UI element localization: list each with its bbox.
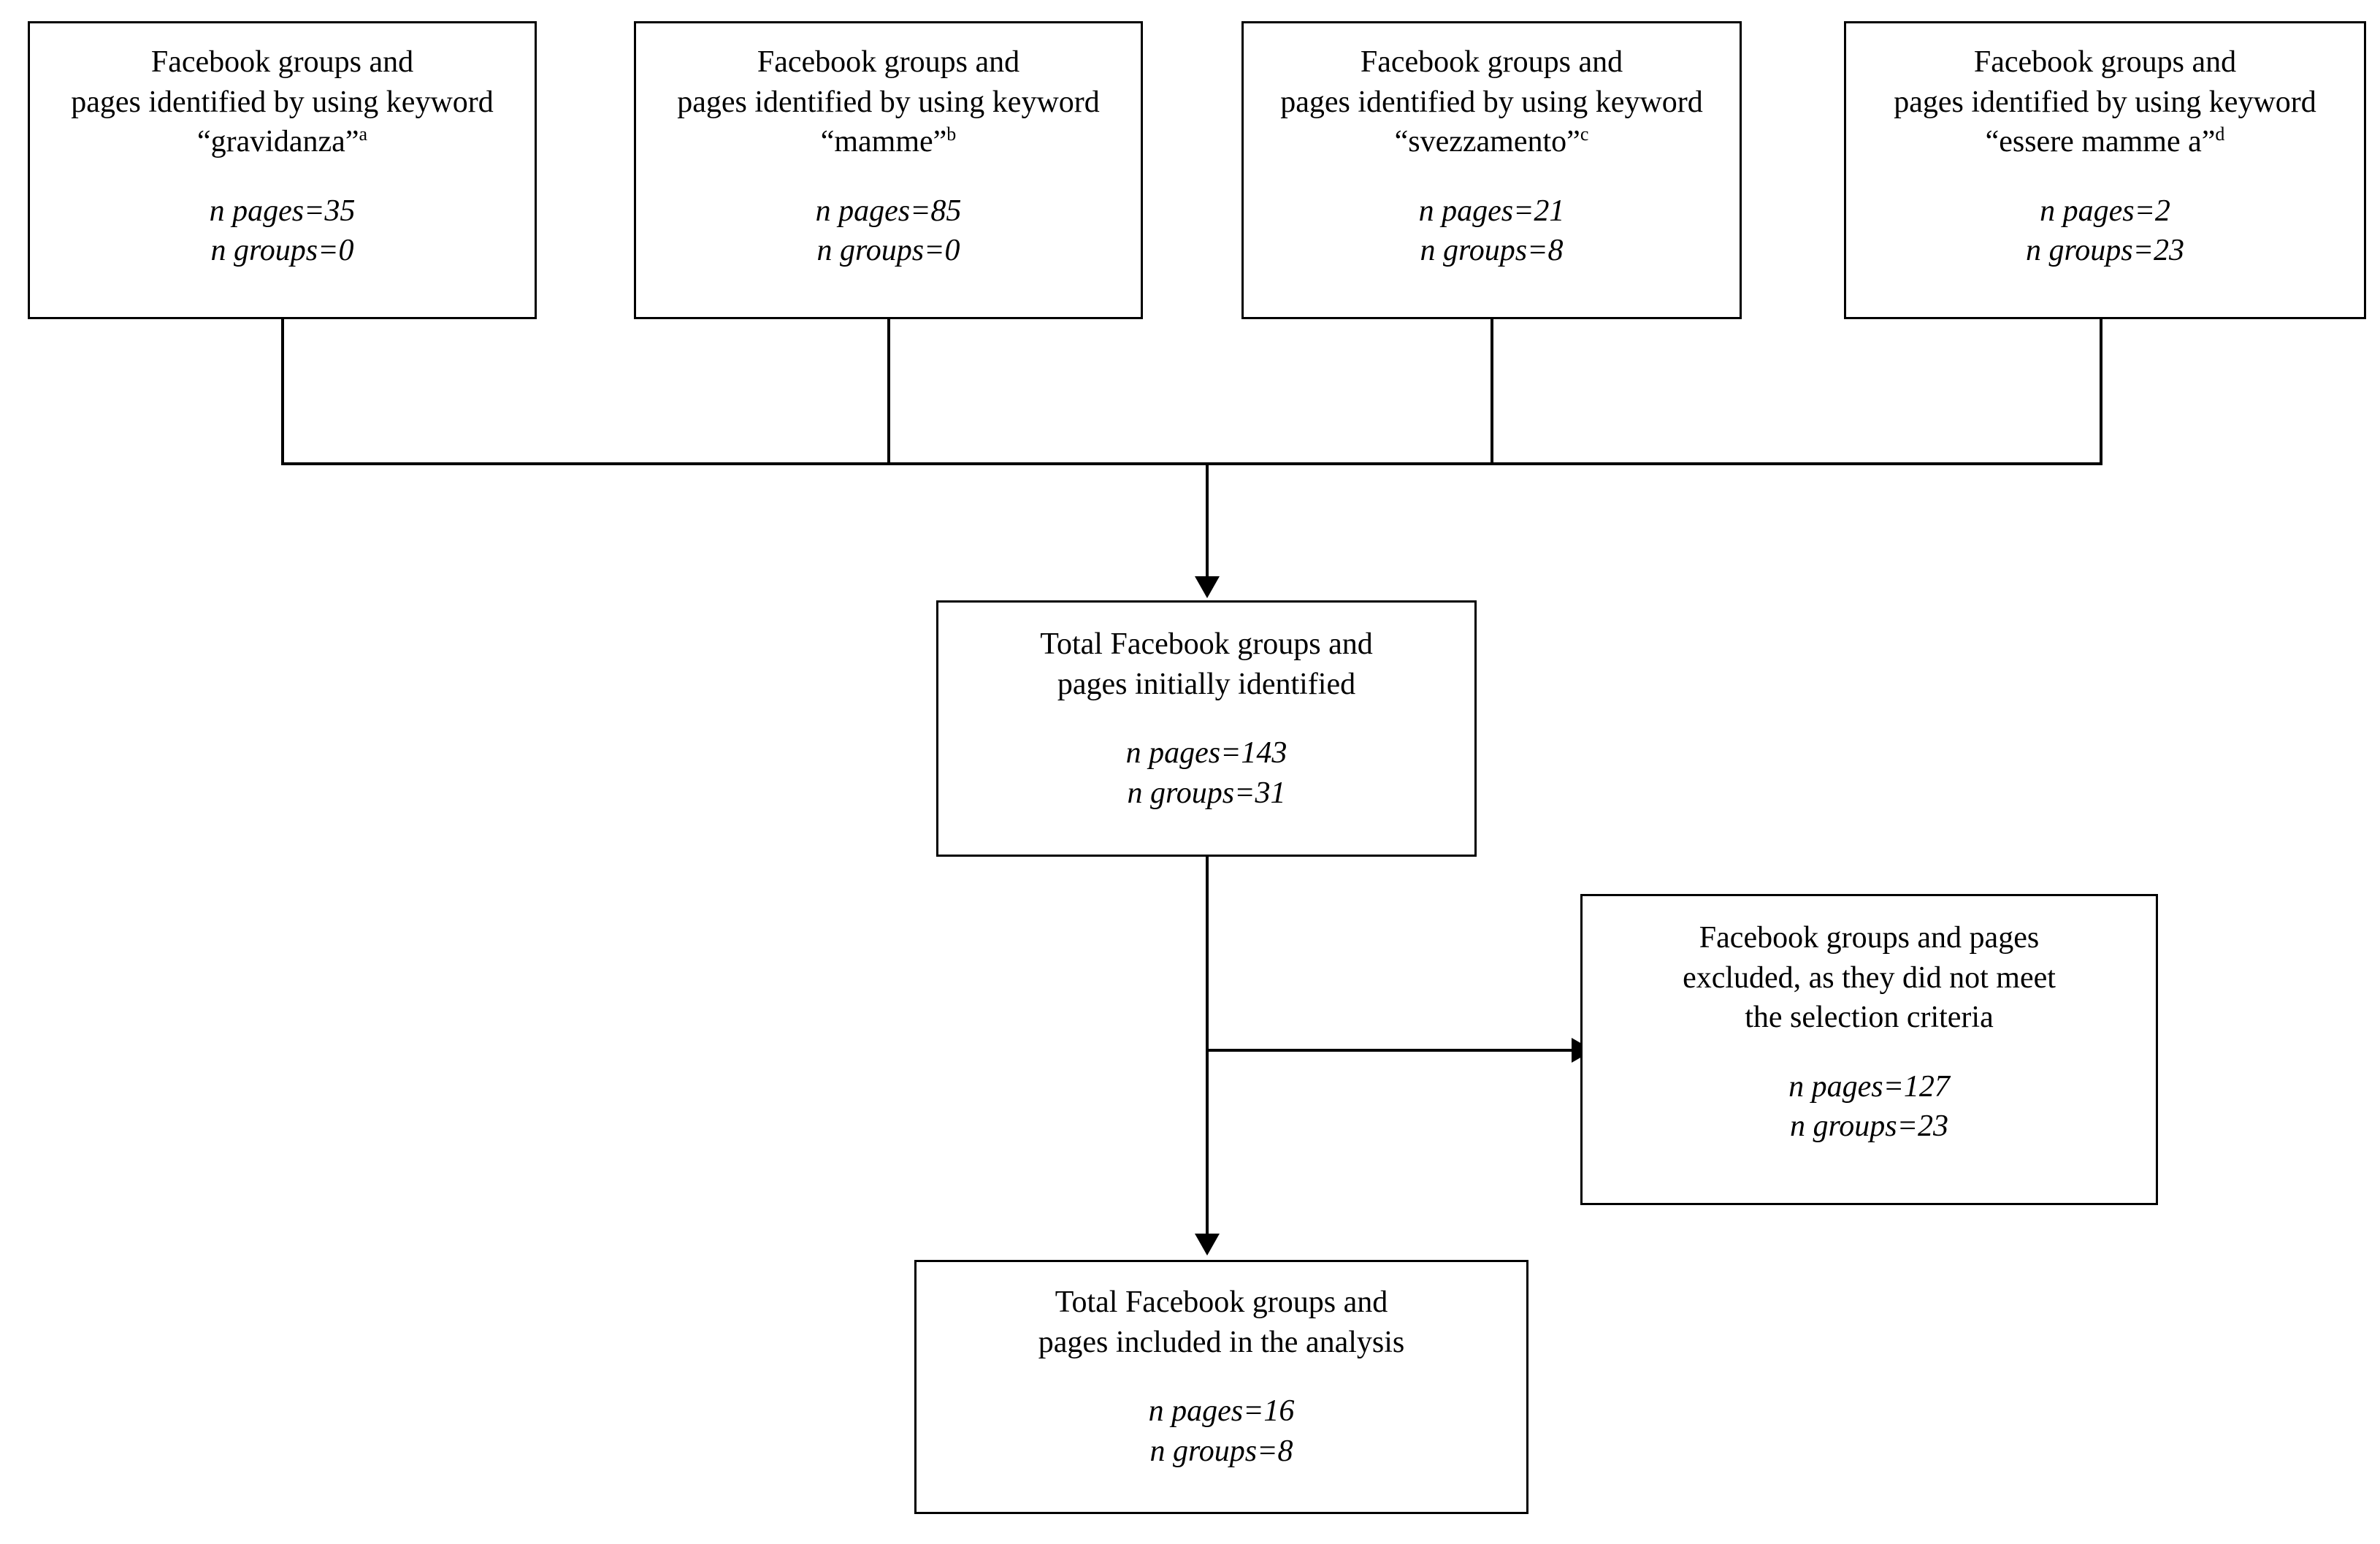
node-keyword-gravidanza-stats: n pages=35 n groups=0 (210, 191, 356, 271)
arrowhead-down-icon (1195, 1234, 1220, 1256)
node-total-initially-identified: Total Facebook groups and pages initiall… (936, 600, 1477, 857)
node-keyword-svezzamento: Facebook groups and pages identified by … (1241, 21, 1742, 319)
node-total-included: Total Facebook groups and pages included… (914, 1260, 1528, 1514)
pages-count: n pages=143 (1125, 736, 1287, 771)
node-keyword-gravidanza-title: Facebook groups and pages identified by … (71, 45, 494, 159)
node-keyword-gravidanza: Facebook groups and pages identified by … (28, 21, 537, 319)
footnote-marker-a: a (359, 123, 368, 145)
node-keyword-essere-mamme-a-stats: n pages=2 n groups=23 (2026, 191, 2184, 271)
groups-count: n groups=8 (1149, 1434, 1293, 1468)
pages-count: n pages=85 (815, 194, 962, 228)
connector-merge-bus (281, 462, 2102, 465)
node-excluded-title: Facebook groups and pages excluded, as t… (1683, 921, 2056, 1035)
pages-count: n pages=21 (1418, 194, 1565, 228)
connector-keyword-2-down (887, 319, 890, 465)
connector-initial-to-included (1206, 857, 1209, 1235)
node-excluded-stats: n pages=127 n groups=23 (1788, 1067, 1950, 1147)
node-total-included-stats: n pages=16 n groups=8 (1149, 1391, 1295, 1471)
node-total-initially-identified-title: Total Facebook groups and pages initiall… (1040, 627, 1373, 701)
node-keyword-svezzamento-stats: n pages=21 n groups=8 (1419, 191, 1565, 271)
connector-keyword-4-down (2100, 319, 2102, 465)
connector-branch-to-excluded (1206, 1049, 1574, 1052)
node-keyword-essere-mamme-a-title: Facebook groups and pages identified by … (1894, 45, 2316, 159)
node-keyword-mamme-title: Facebook groups and pages identified by … (677, 45, 1100, 159)
groups-count: n groups=31 (1127, 776, 1286, 810)
node-keyword-mamme-stats: n pages=85 n groups=0 (816, 191, 962, 271)
groups-count: n groups=0 (816, 234, 960, 268)
node-keyword-mamme: Facebook groups and pages identified by … (634, 21, 1143, 319)
connector-keyword-3-down (1491, 319, 1493, 465)
node-keyword-svezzamento-title: Facebook groups and pages identified by … (1280, 45, 1703, 159)
groups-count: n groups=8 (1420, 234, 1564, 268)
groups-count: n groups=0 (210, 234, 354, 268)
connector-keyword-1-down (281, 319, 284, 465)
node-excluded: Facebook groups and pages excluded, as t… (1580, 894, 2158, 1205)
arrowhead-down-icon (1195, 576, 1220, 598)
groups-count: n groups=23 (2026, 234, 2184, 268)
footnote-marker-c: c (1580, 123, 1589, 145)
pages-count: n pages=35 (209, 194, 356, 228)
footnote-marker-d: d (2215, 123, 2225, 145)
pages-count: n pages=127 (1788, 1069, 1950, 1104)
node-total-included-title: Total Facebook groups and pages included… (1038, 1285, 1405, 1359)
pages-count: n pages=16 (1148, 1394, 1295, 1429)
pages-count: n pages=2 (2040, 194, 2170, 228)
groups-count: n groups=23 (1790, 1109, 1948, 1144)
connector-bus-to-initial (1206, 462, 1209, 578)
node-keyword-essere-mamme-a: Facebook groups and pages identified by … (1844, 21, 2366, 319)
footnote-marker-b: b (946, 123, 957, 145)
node-total-initially-identified-stats: n pages=143 n groups=31 (1126, 733, 1287, 813)
